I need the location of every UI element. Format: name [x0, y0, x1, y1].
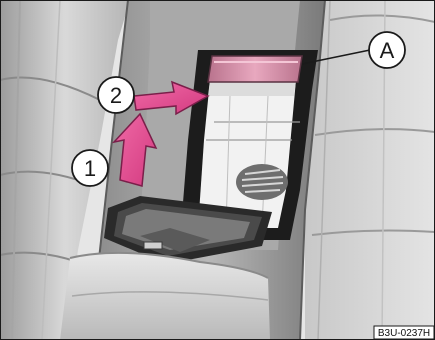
callout-2: 2 [98, 77, 134, 113]
callout-1: 1 [72, 150, 108, 186]
callout-a-label: A [380, 38, 395, 63]
vent-grille [236, 164, 288, 200]
figure-code-box: B3U-0237H [374, 326, 434, 339]
figure-code: B3U-0237H [378, 328, 430, 339]
callout-2-label: 2 [110, 83, 122, 108]
release-grip [208, 56, 302, 82]
callout-1-label: 1 [84, 156, 96, 181]
callout-a: A [369, 32, 405, 68]
